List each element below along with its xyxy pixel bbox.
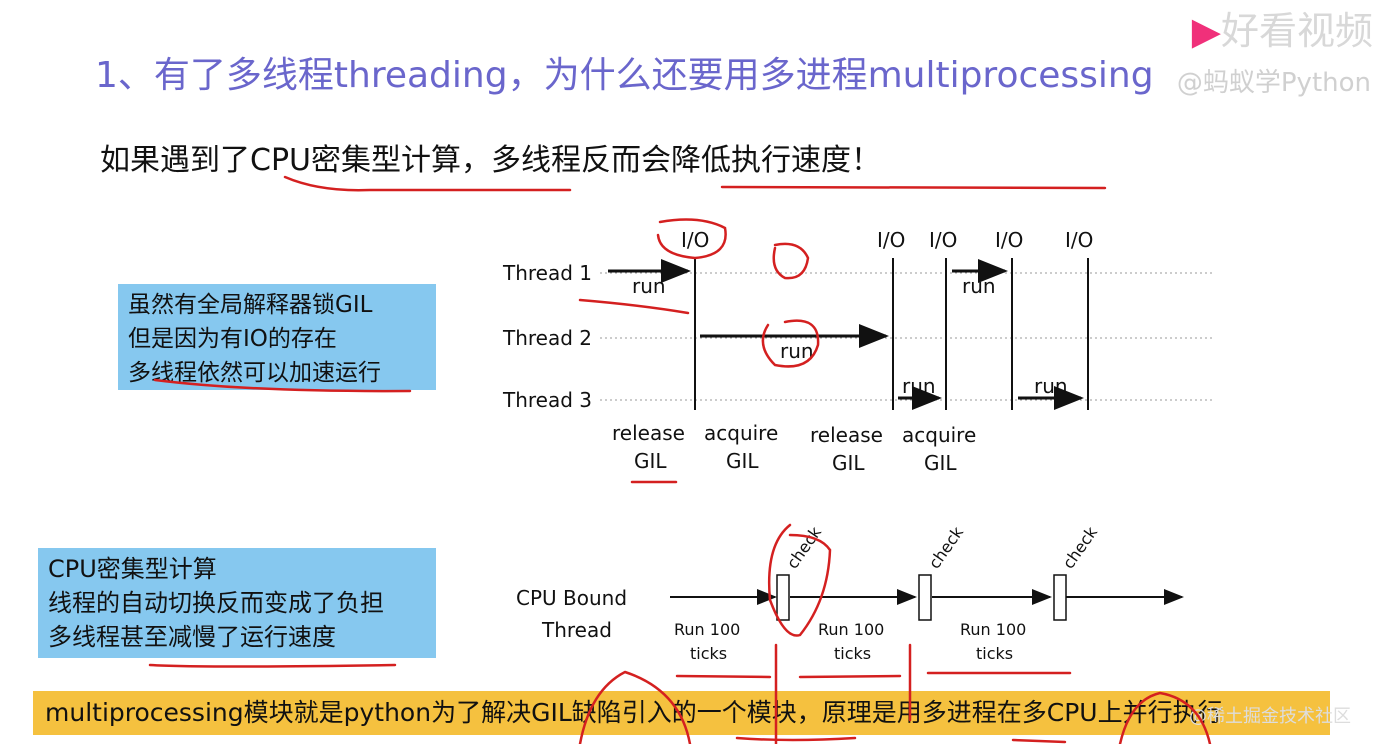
release-label: release <box>612 421 685 445</box>
acquire-gil-label: GIL <box>924 451 957 475</box>
note-line: 多线程甚至减慢了运行速度 <box>48 623 336 651</box>
run-ticks-label: ticks <box>834 644 871 663</box>
check-label: check <box>1059 522 1102 572</box>
run-ticks-label: ticks <box>976 644 1013 663</box>
io-label: I/O <box>995 228 1023 252</box>
note-line: 但是因为有IO的存在 <box>128 326 337 352</box>
thread-1-label: Thread 1 <box>502 261 592 285</box>
cpu-note-box: CPU密集型计算 线程的自动切换反而变成了负担 多线程甚至减慢了运行速度 <box>38 548 436 658</box>
check-label: check <box>925 522 968 572</box>
run-ticks-label: ticks <box>690 644 727 663</box>
cpu-diagram: CPU Bound Thread check check check Run 1… <box>516 522 1184 663</box>
io-label: I/O <box>877 228 905 252</box>
acquire-label: acquire <box>704 421 778 445</box>
check-label: check <box>783 522 826 572</box>
run-label: run <box>962 274 996 298</box>
run-ticks-label: Run 100 <box>674 620 740 639</box>
release-gil-label: GIL <box>634 449 667 473</box>
slide-subtitle: 如果遇到了CPU密集型计算，多线程反而会降低执行速度！ <box>100 143 881 178</box>
io-label: I/O <box>929 228 957 252</box>
run-label: run <box>902 374 936 398</box>
watermark-bottom: @稀土掘金技术社区 <box>1189 706 1351 727</box>
io-note-box: 虽然有全局解释器锁GIL 但是因为有IO的存在 多线程依然可以加速运行 <box>118 284 436 390</box>
run-label: run <box>632 274 666 298</box>
acquire-label: acquire <box>902 423 976 447</box>
thread-3-label: Thread 3 <box>502 388 592 412</box>
acquire-gil-label: GIL <box>726 449 759 473</box>
run-label: run <box>1034 374 1068 398</box>
note-line: 虽然有全局解释器锁GIL <box>128 292 373 318</box>
conclusion-bar: multiprocessing模块就是python为了解决GIL缺陷引入的一个模… <box>33 691 1330 735</box>
note-line: 线程的自动切换反而变成了负担 <box>48 589 384 617</box>
slide-title: 1、有了多线程threading，为什么还要用多进程multiprocessin… <box>95 55 1154 96</box>
io-label: I/O <box>681 228 709 252</box>
io-label: I/O <box>1065 228 1093 252</box>
thread-2-label: Thread 2 <box>502 326 592 350</box>
io-diagram: Thread 1 Thread 2 Thread 3 I/O I/O I/O I… <box>502 228 1212 475</box>
note-line: CPU密集型计算 <box>48 555 217 583</box>
cpu-thread-label: Thread <box>541 618 612 642</box>
run-ticks-label: Run 100 <box>960 620 1026 639</box>
pen-annotations <box>148 175 1212 744</box>
watermark-author: @蚂蚁学Python <box>1176 68 1371 98</box>
run-ticks-label: Run 100 <box>818 620 884 639</box>
cpu-bound-label: CPU Bound <box>516 586 627 610</box>
release-label: release <box>810 423 883 447</box>
watermark-logo: ▶好看视频 <box>1191 9 1373 53</box>
release-gil-label: GIL <box>832 451 865 475</box>
